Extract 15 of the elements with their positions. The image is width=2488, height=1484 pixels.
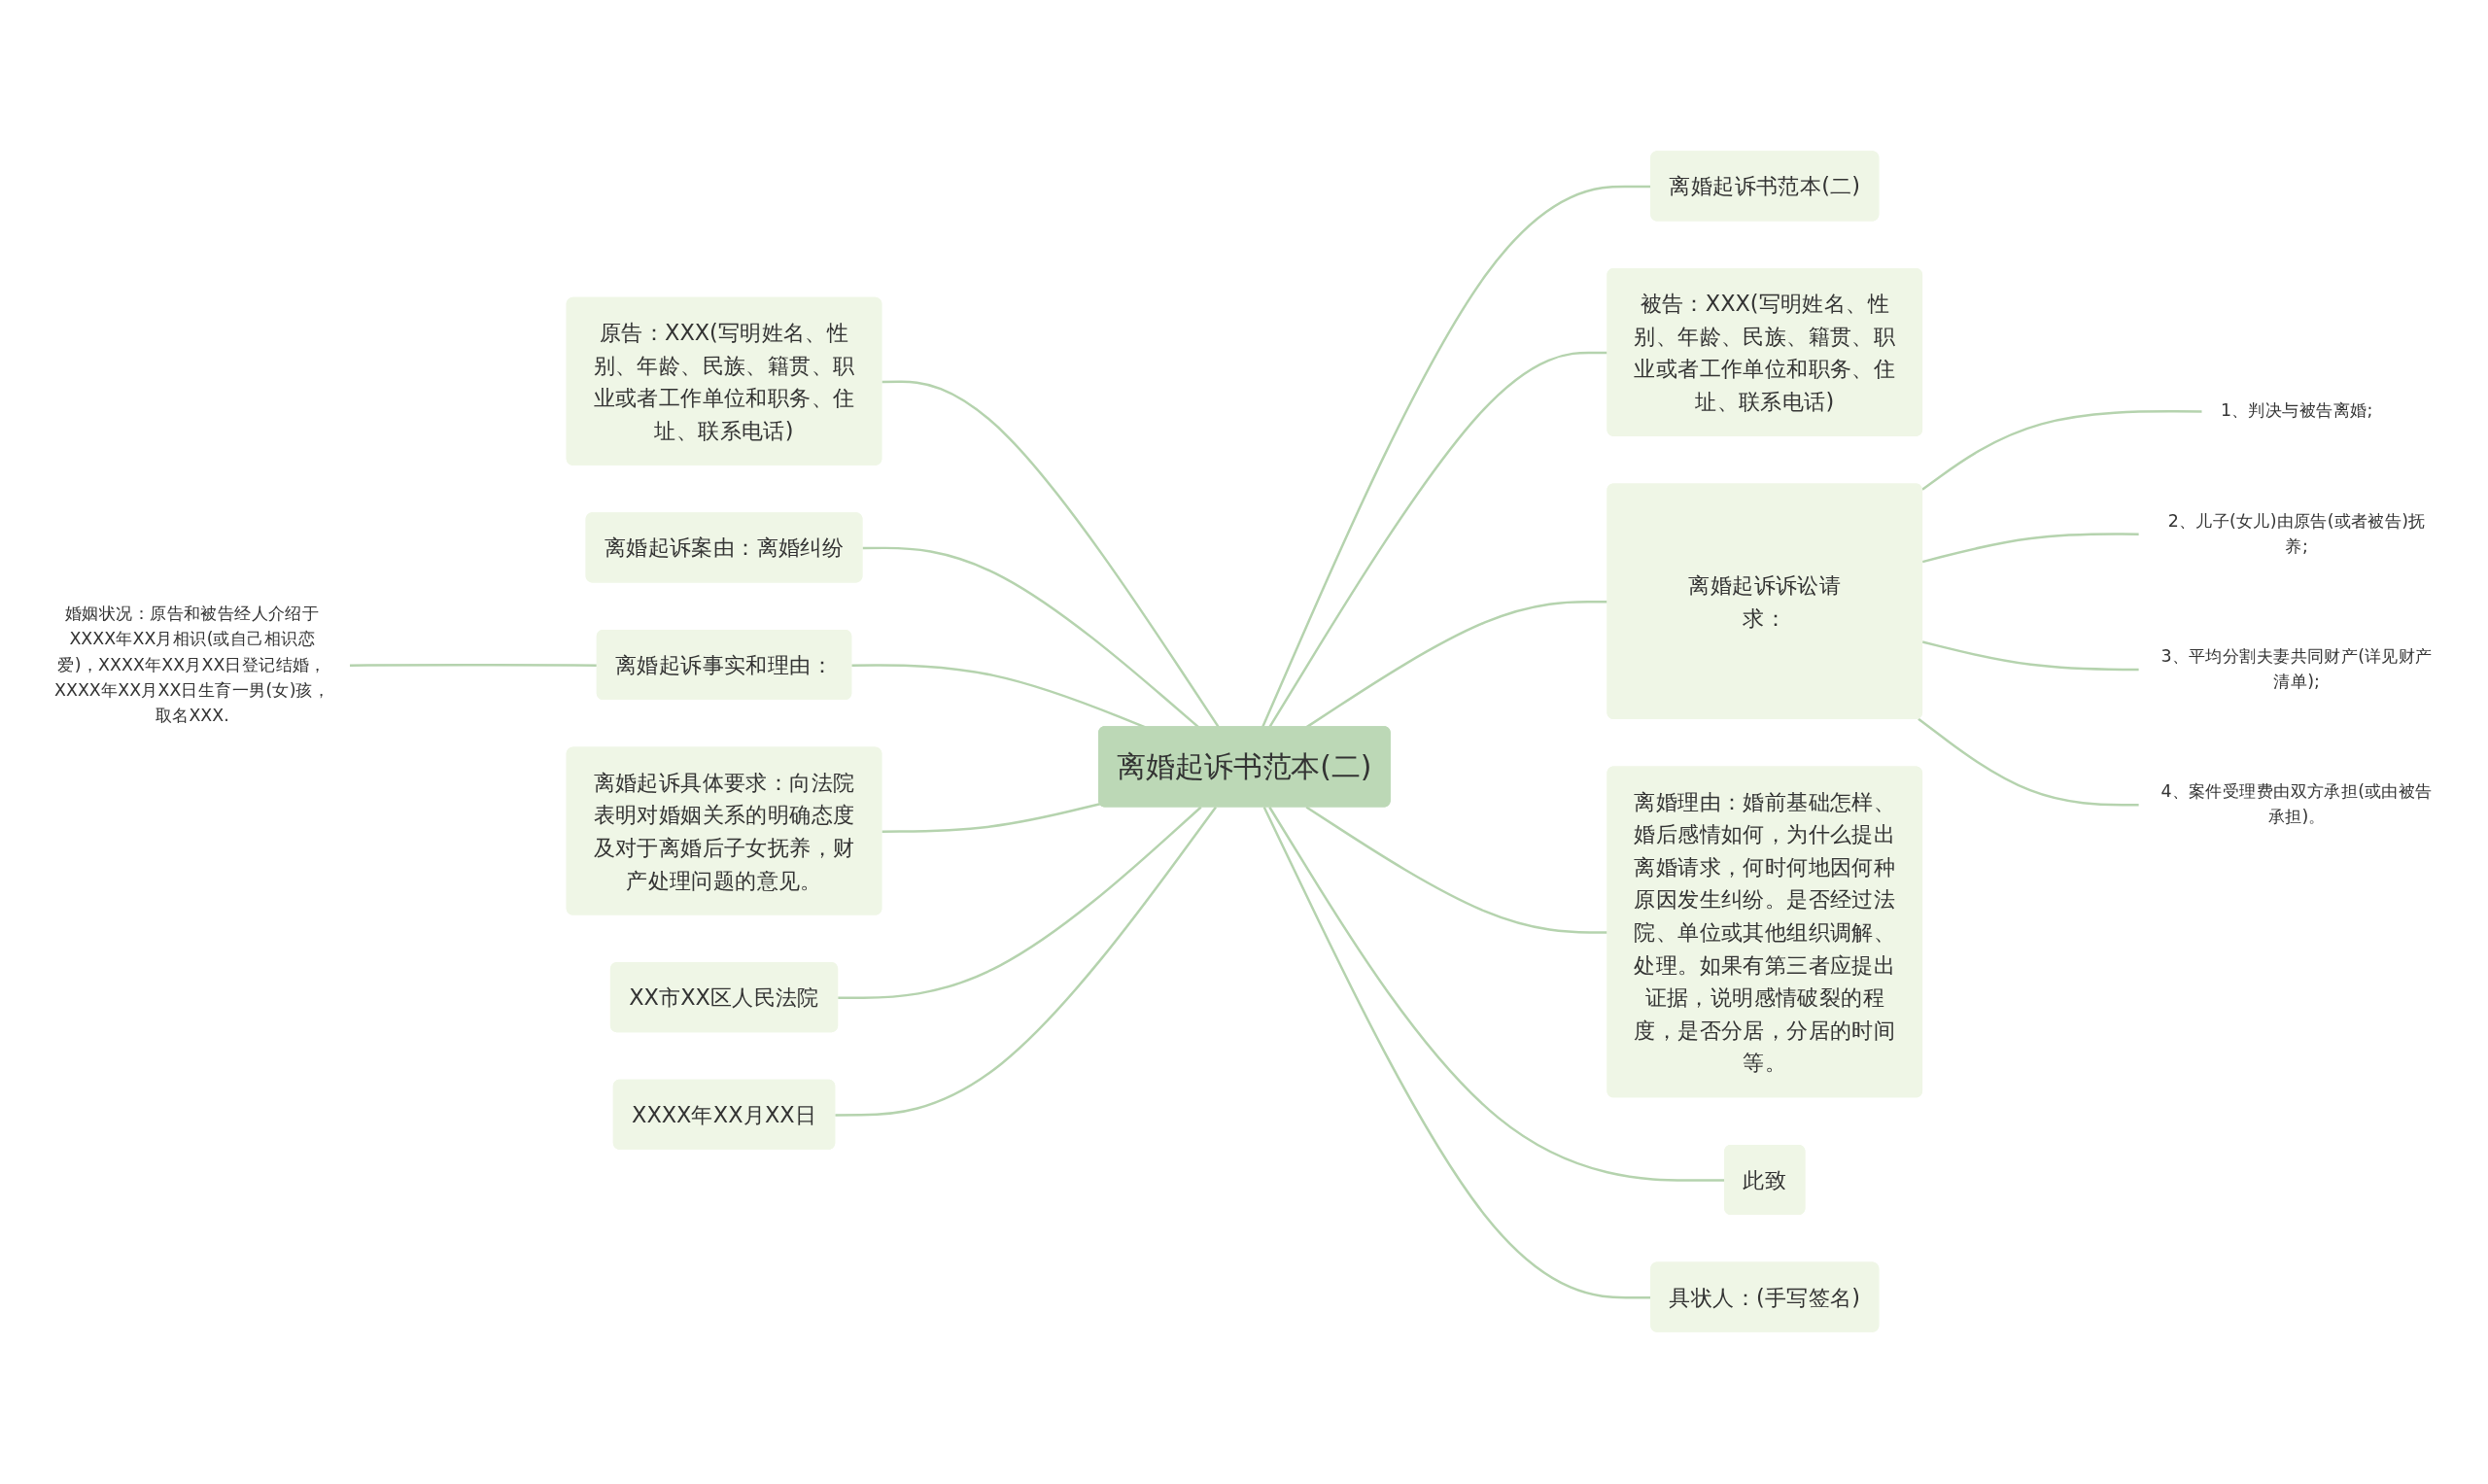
connector bbox=[881, 803, 1100, 834]
node-text: 4、案件受理费由双方承担(或由被告承担)。 bbox=[2160, 781, 2433, 827]
connector bbox=[881, 381, 1220, 729]
connector bbox=[862, 547, 1199, 729]
node-text: 3、平均分割夫妻共同财产(详见财产清单); bbox=[2160, 646, 2433, 692]
node-text: 婚姻状况：原告和被告经人介绍于XXXX年XX月相识(或自己相识恋爱)，XXXX年XX月XX日登记结婚，XXXX年XX月XX日生育一男(女)孩，取名XXX. bbox=[53, 604, 329, 726]
connector bbox=[837, 807, 1202, 1000]
connector bbox=[1921, 533, 2140, 564]
connector bbox=[834, 807, 1217, 1118]
node-text: 1、判决与被告离婚; bbox=[2220, 400, 2372, 421]
connector bbox=[1267, 807, 1725, 1183]
connector bbox=[1921, 640, 2140, 672]
connector bbox=[1917, 718, 2140, 808]
node-text: 2、儿子(女儿)由原告(或者被告)抚养; bbox=[2167, 510, 2426, 556]
connector bbox=[349, 664, 598, 668]
